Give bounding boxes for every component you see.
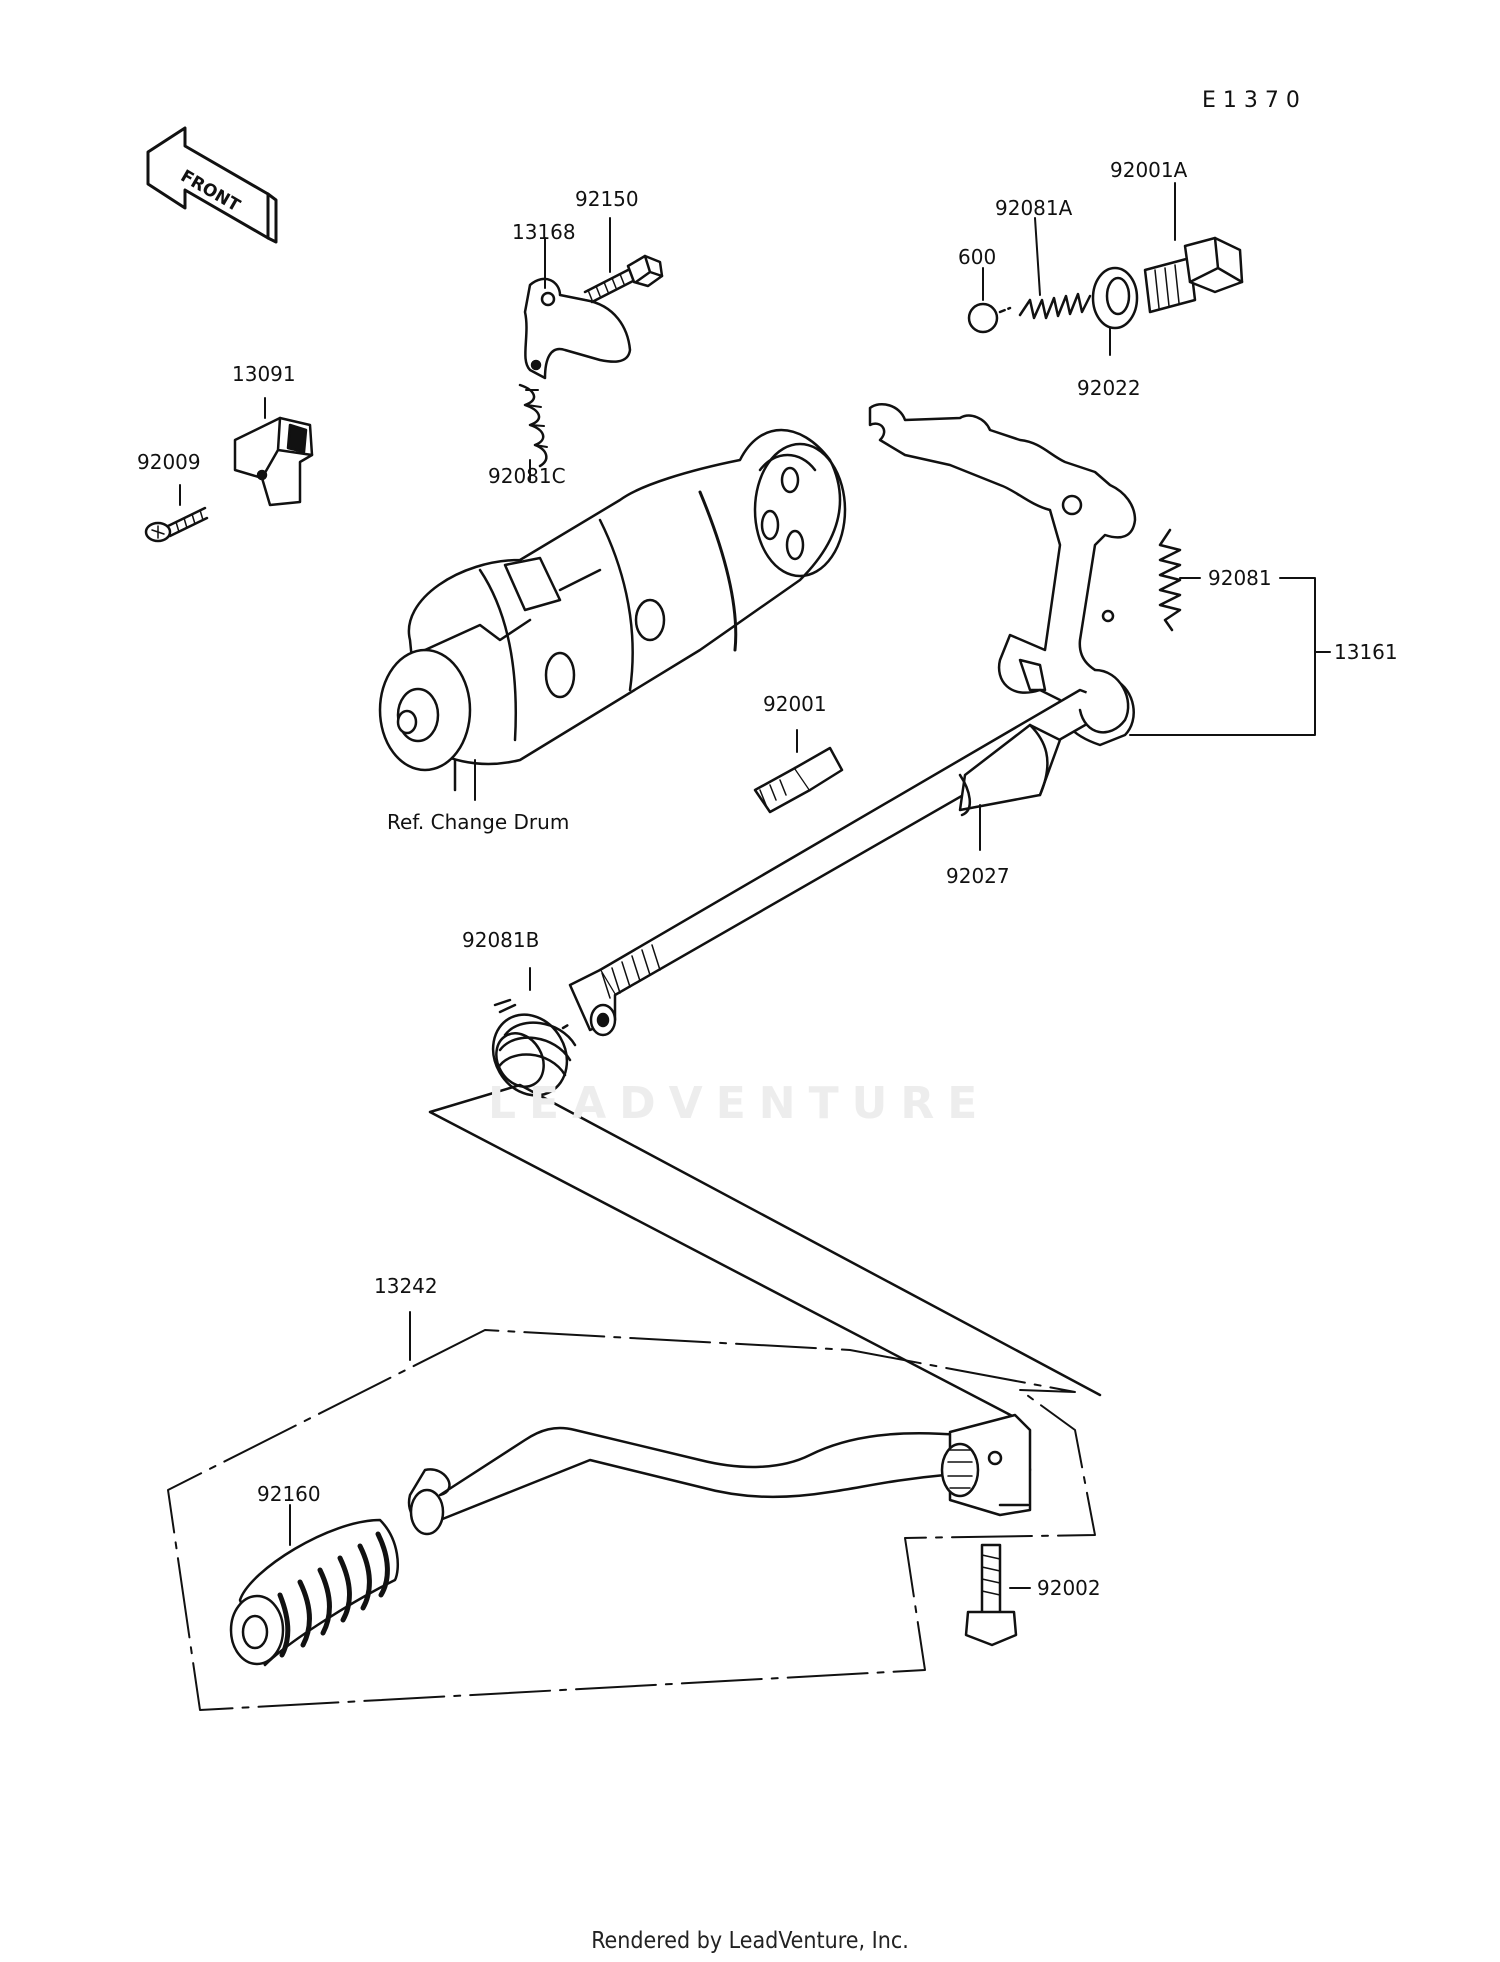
part-92081C-spring xyxy=(518,383,548,468)
part-13242-pedal xyxy=(407,1413,1032,1536)
part-92081-spring xyxy=(1158,528,1182,632)
change-drum xyxy=(378,428,847,792)
footer-credit: Rendered by LeadVenture, Inc. xyxy=(591,1928,909,1954)
part-92022-washer xyxy=(1091,266,1139,330)
watermark: LEADVENTURE xyxy=(488,1078,991,1129)
callout-92081: 92081 xyxy=(1208,566,1272,590)
callout-92002: 92002 xyxy=(1037,1576,1101,1600)
part-92001A-plug xyxy=(1143,236,1244,314)
callout-13168: 13168 xyxy=(512,220,576,244)
part-92009-screw xyxy=(144,506,209,543)
shaft-outline xyxy=(428,1083,1102,1422)
callout-92081C: 92081C xyxy=(488,464,566,488)
part-600-ball xyxy=(967,302,999,334)
callout-92009: 92009 xyxy=(137,450,201,474)
part-13168-plate xyxy=(523,277,632,380)
part-92150-bolt xyxy=(583,254,664,304)
callout-92027: 92027 xyxy=(946,864,1010,888)
part-92081B-spring xyxy=(491,998,577,1097)
part-92002-bolt xyxy=(964,1543,1018,1647)
part-92027-shaft xyxy=(568,668,1130,1037)
diagram-code: E1370 xyxy=(1202,88,1307,113)
callout-13161: 13161 xyxy=(1334,640,1398,664)
callout-ref-change-drum: Ref. Change Drum xyxy=(387,810,570,834)
part-92081A-spring xyxy=(1018,292,1092,320)
callout-13091: 13091 xyxy=(232,362,296,386)
part-13091-bracket xyxy=(233,416,314,507)
callout-92081B: 92081B xyxy=(462,928,540,952)
callout-92160: 92160 xyxy=(257,1482,321,1506)
part-92160-rubber xyxy=(229,1518,400,1667)
callout-92081A: 92081A xyxy=(995,196,1073,220)
leader-lines xyxy=(179,182,1331,1589)
callout-13242: 13242 xyxy=(374,1274,438,1298)
front-arrow xyxy=(146,126,278,244)
callout-92001: 92001 xyxy=(763,692,827,716)
part-92001-stud xyxy=(753,746,844,814)
callout-92150: 92150 xyxy=(575,187,639,211)
callout-92001A: 92001A xyxy=(1110,158,1188,182)
callout-600: 600 xyxy=(958,245,997,269)
callout-92022: 92022 xyxy=(1077,376,1141,400)
pedal-group-outline xyxy=(167,1329,1096,1711)
